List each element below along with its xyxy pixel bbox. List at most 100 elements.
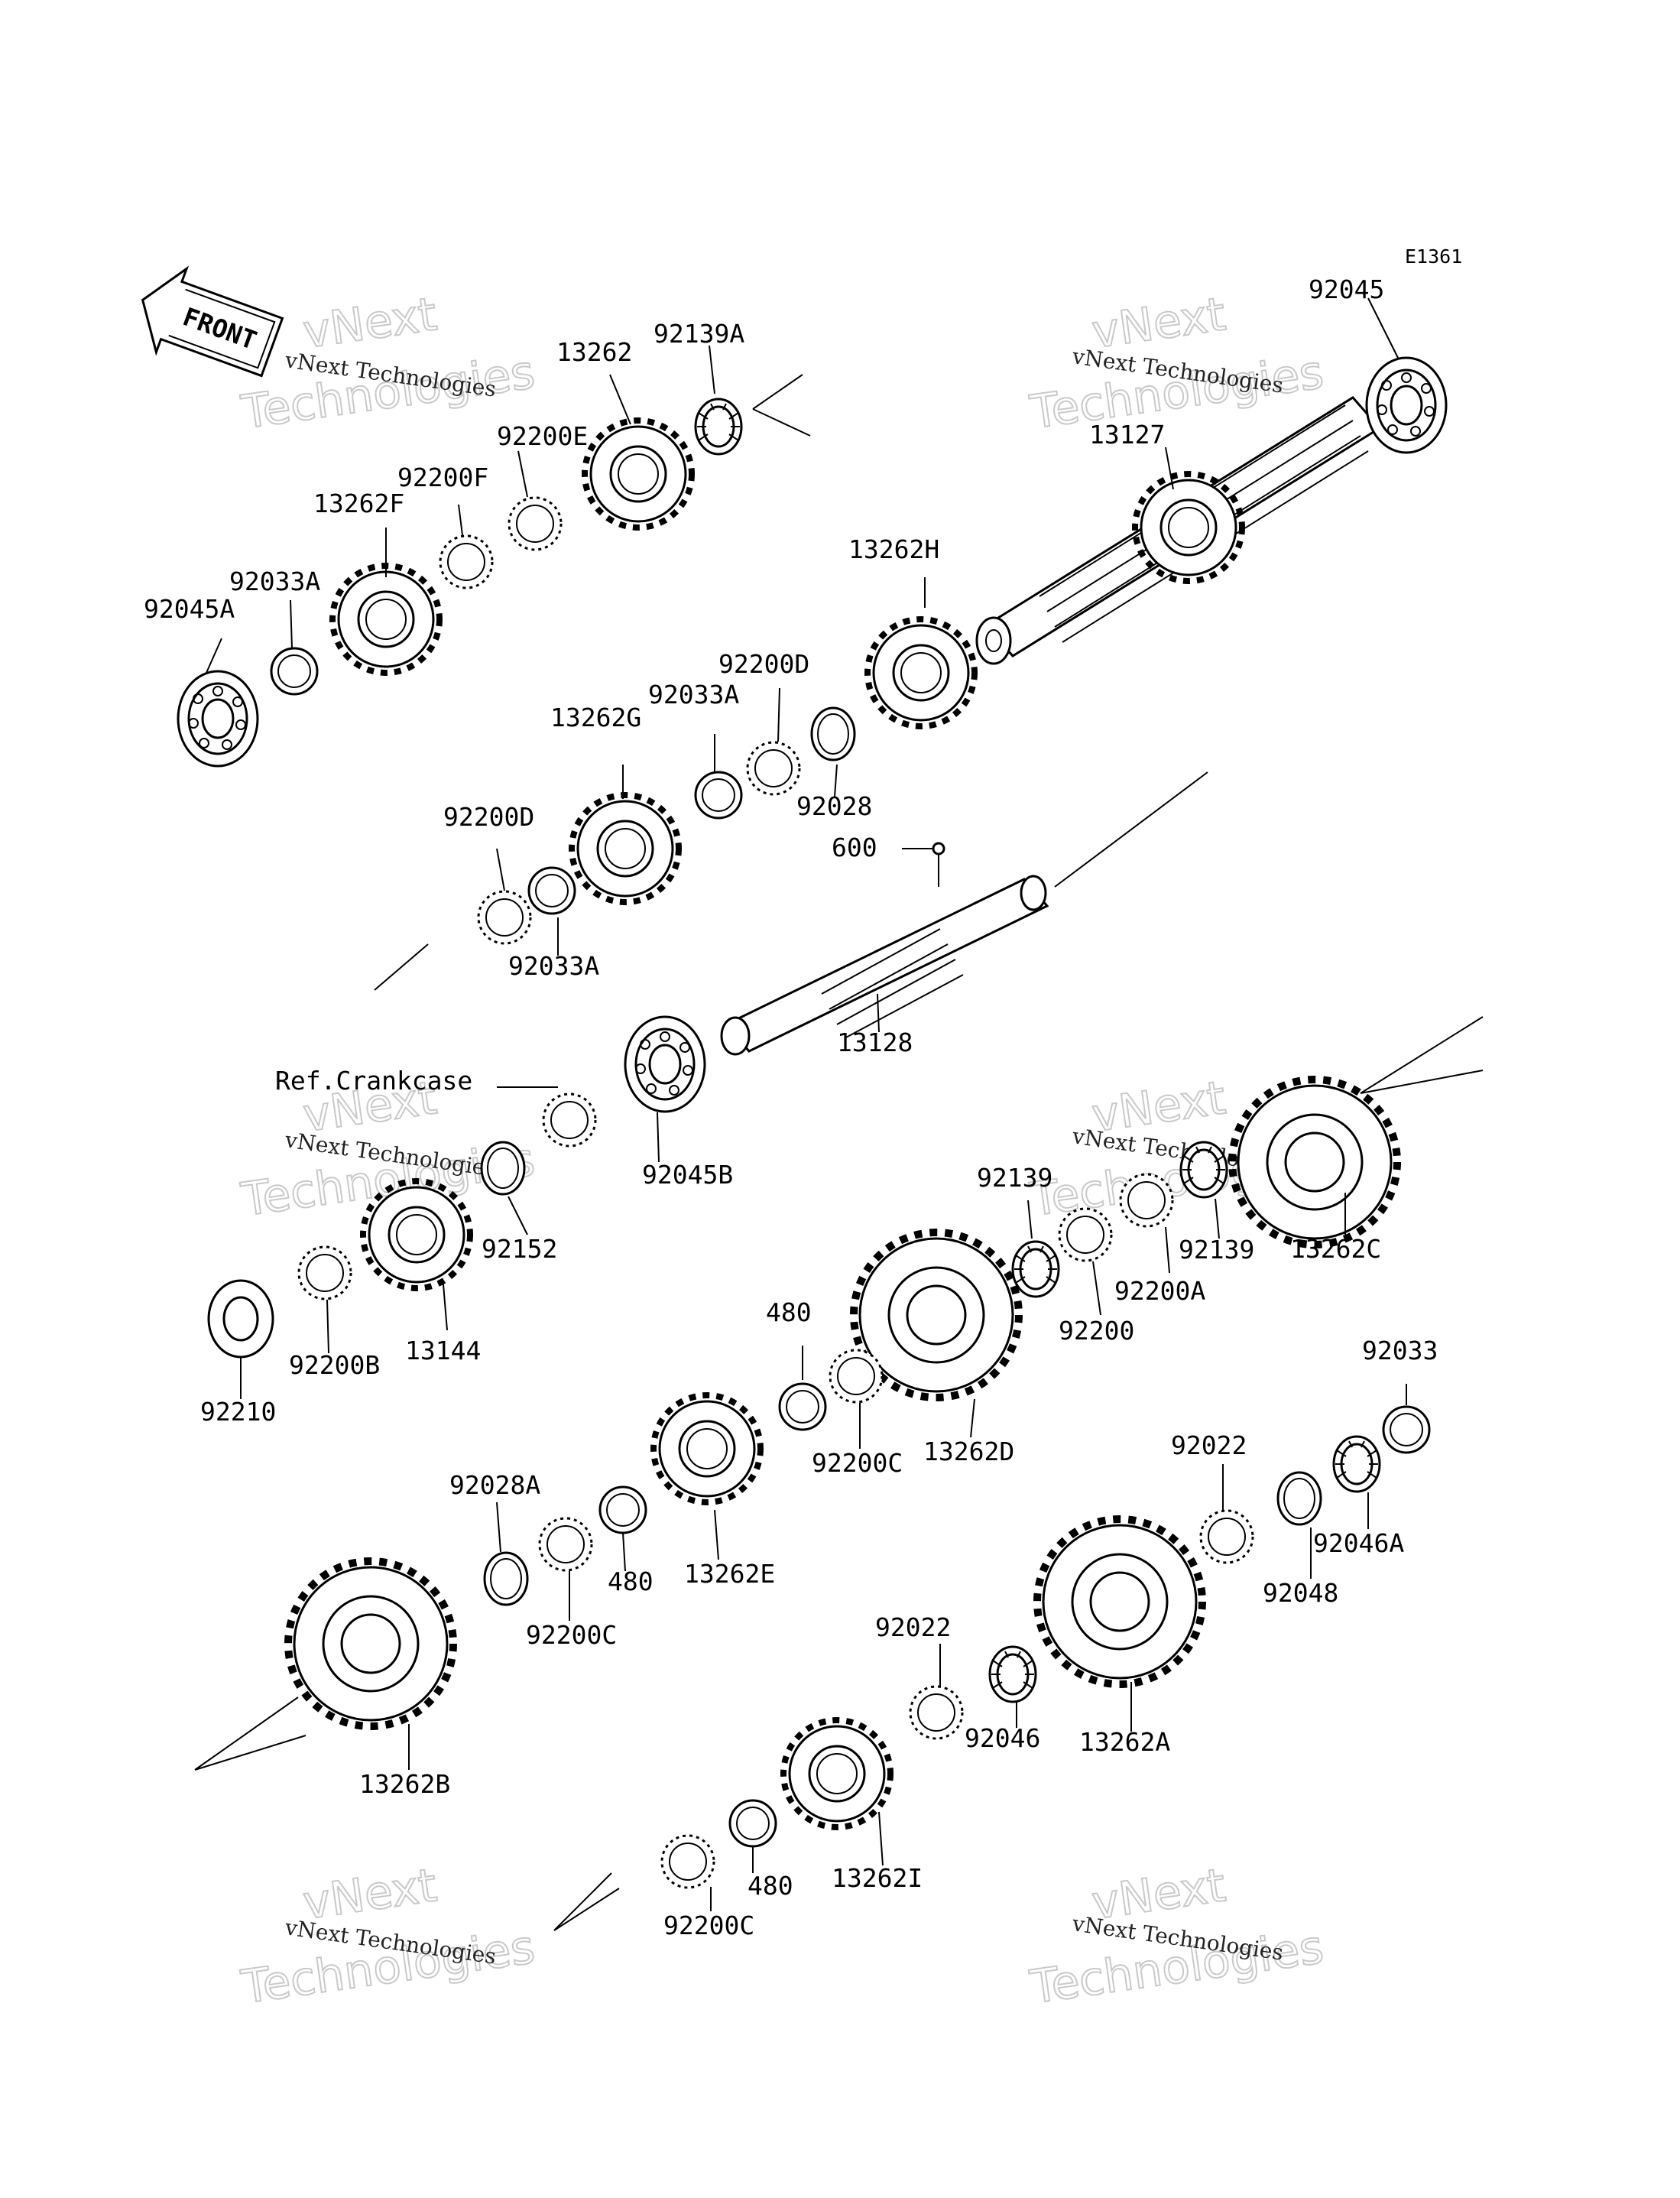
label-92033: 92033 [1362, 1336, 1438, 1365]
watermark-bottom-left: vNext Technologies vNext Technologies [237, 1858, 538, 2015]
label-480-middle: 480 [608, 1567, 654, 1596]
label-92139A: 92139A [654, 319, 744, 349]
collar-92152 [480, 1141, 526, 1196]
label-92200E: 92200E [497, 421, 588, 451]
label-92028A: 92028A [449, 1470, 540, 1500]
label-13262C: 13262C [1290, 1234, 1381, 1264]
washer-92200D-lower [477, 890, 532, 945]
label-92200D-upper: 92200D [718, 649, 809, 679]
axis-line-row1 [752, 374, 811, 437]
circlip-480-lower [728, 1799, 777, 1848]
label-13262I: 13262I [832, 1863, 923, 1893]
label-92033A-upper: 92033A [229, 567, 320, 596]
label-92028: 92028 [796, 791, 872, 821]
shaft-13128 [720, 875, 1049, 1056]
washer-92200A [1119, 1173, 1174, 1228]
washer-92200F [439, 534, 494, 589]
label-92139-left: 92139 [977, 1163, 1052, 1193]
label-92048: 92048 [1263, 1578, 1338, 1608]
bushing-92028 [810, 706, 856, 761]
label-92139-right: 92139 [1179, 1235, 1254, 1265]
label-92033A-lower: 92033A [508, 951, 599, 981]
label-92046: 92046 [965, 1723, 1040, 1753]
label-92200F: 92200F [397, 463, 488, 492]
gear-13262E [654, 1395, 761, 1502]
washer-92200C-bottom [660, 1834, 715, 1889]
front-arrow-icon: FRONT [141, 265, 284, 378]
label-13262B: 13262B [359, 1769, 450, 1799]
label-92200A: 92200A [1114, 1276, 1205, 1306]
label-13262D: 13262D [923, 1437, 1014, 1466]
needle-bearing-92139-left [1011, 1240, 1060, 1298]
washer-92022-upper [1199, 1509, 1254, 1564]
label-92045B: 92045B [642, 1160, 733, 1190]
part-labels: 92045 13127 13262 92139A 92200E 92200F 1… [144, 274, 1438, 1940]
bearing-92045A [177, 670, 259, 768]
washer-92200D-upper [746, 741, 801, 796]
circlip-92033A-middle [694, 771, 743, 820]
label-92022-upper: 92022 [1171, 1430, 1247, 1460]
washer-92200C-lower-left [538, 1517, 593, 1572]
needle-bearing-92046 [988, 1645, 1037, 1703]
circlip-92033A-upper [270, 647, 319, 696]
circlip-480-upper [778, 1382, 827, 1431]
label-92046A: 92046A [1313, 1528, 1404, 1558]
needle-bearing-92046A [1332, 1435, 1381, 1493]
gear-13262H [868, 619, 975, 726]
bushing-92028A [483, 1551, 529, 1606]
bushing-92048 [1276, 1471, 1322, 1526]
lubricant-dot-600 [932, 842, 945, 855]
gear-on-shaft-13127 [1135, 474, 1242, 581]
oil-seal-ref-crankcase [542, 1093, 597, 1148]
circlip-480-middle [598, 1485, 647, 1534]
gear-13262 [585, 420, 692, 528]
watermark-top-right: vNext Technologies vNext Technologies [1026, 287, 1327, 440]
gear-13262F [332, 566, 439, 673]
washer-92200E [508, 496, 563, 551]
washer-92022-lower [909, 1685, 964, 1740]
label-92200C-lower-left: 92200C [526, 1620, 617, 1650]
circlip-92033A-lower [527, 866, 576, 915]
leader-lines [206, 297, 1407, 1911]
label-480-upper: 480 [766, 1297, 812, 1327]
label-92045: 92045 [1309, 274, 1384, 304]
label-92210: 92210 [200, 1397, 276, 1427]
washer-92200B [297, 1245, 352, 1300]
label-13262F: 13262F [313, 489, 404, 518]
label-13127: 13127 [1089, 420, 1165, 450]
label-92033A-middle: 92033A [648, 680, 739, 709]
label-92200D-lower: 92200D [443, 802, 534, 832]
sprocket-13144 [363, 1181, 470, 1288]
gear-13262B [288, 1561, 453, 1726]
label-92200: 92200 [1059, 1316, 1134, 1346]
circlip-92033 [1382, 1405, 1431, 1454]
svg-text:vNext: vNext [300, 287, 439, 359]
gear-13262C [1232, 1080, 1397, 1245]
gear-13262A [1037, 1519, 1202, 1684]
label-13128: 13128 [837, 1028, 913, 1057]
label-92045A: 92045A [144, 594, 235, 624]
label-13144: 13144 [405, 1336, 481, 1365]
label-92022-lower: 92022 [875, 1612, 951, 1642]
label-92200C-middle: 92200C [812, 1448, 903, 1478]
gear-13262I [783, 1720, 890, 1827]
label-92200C-bottom: 92200C [663, 1911, 754, 1940]
watermark-top-left: vNext Technologies vNext Technologies [237, 287, 538, 440]
label-ref-crankcase: Ref.Crankcase [275, 1066, 472, 1096]
label-13262A: 13262A [1079, 1727, 1170, 1757]
label-480-lower: 480 [748, 1871, 793, 1901]
diagram-code: E1361 [1405, 245, 1462, 268]
label-13262G: 13262G [550, 703, 641, 732]
nut-92210 [207, 1279, 274, 1359]
axis-line-row5 [553, 1872, 620, 1931]
gear-13262G [572, 795, 679, 902]
needle-bearing-92139-right [1179, 1141, 1228, 1199]
label-13262E: 13262E [684, 1559, 775, 1589]
bearing-92045B [624, 1015, 706, 1113]
watermark-bottom-right: vNext Technologies vNext Technologies [1026, 1858, 1327, 2015]
label-92200B: 92200B [289, 1350, 380, 1380]
axis-line-row4 [194, 1696, 306, 1771]
label-13262H: 13262H [848, 534, 939, 564]
needle-bearing-92139A [694, 398, 743, 456]
washer-92200 [1058, 1207, 1113, 1262]
